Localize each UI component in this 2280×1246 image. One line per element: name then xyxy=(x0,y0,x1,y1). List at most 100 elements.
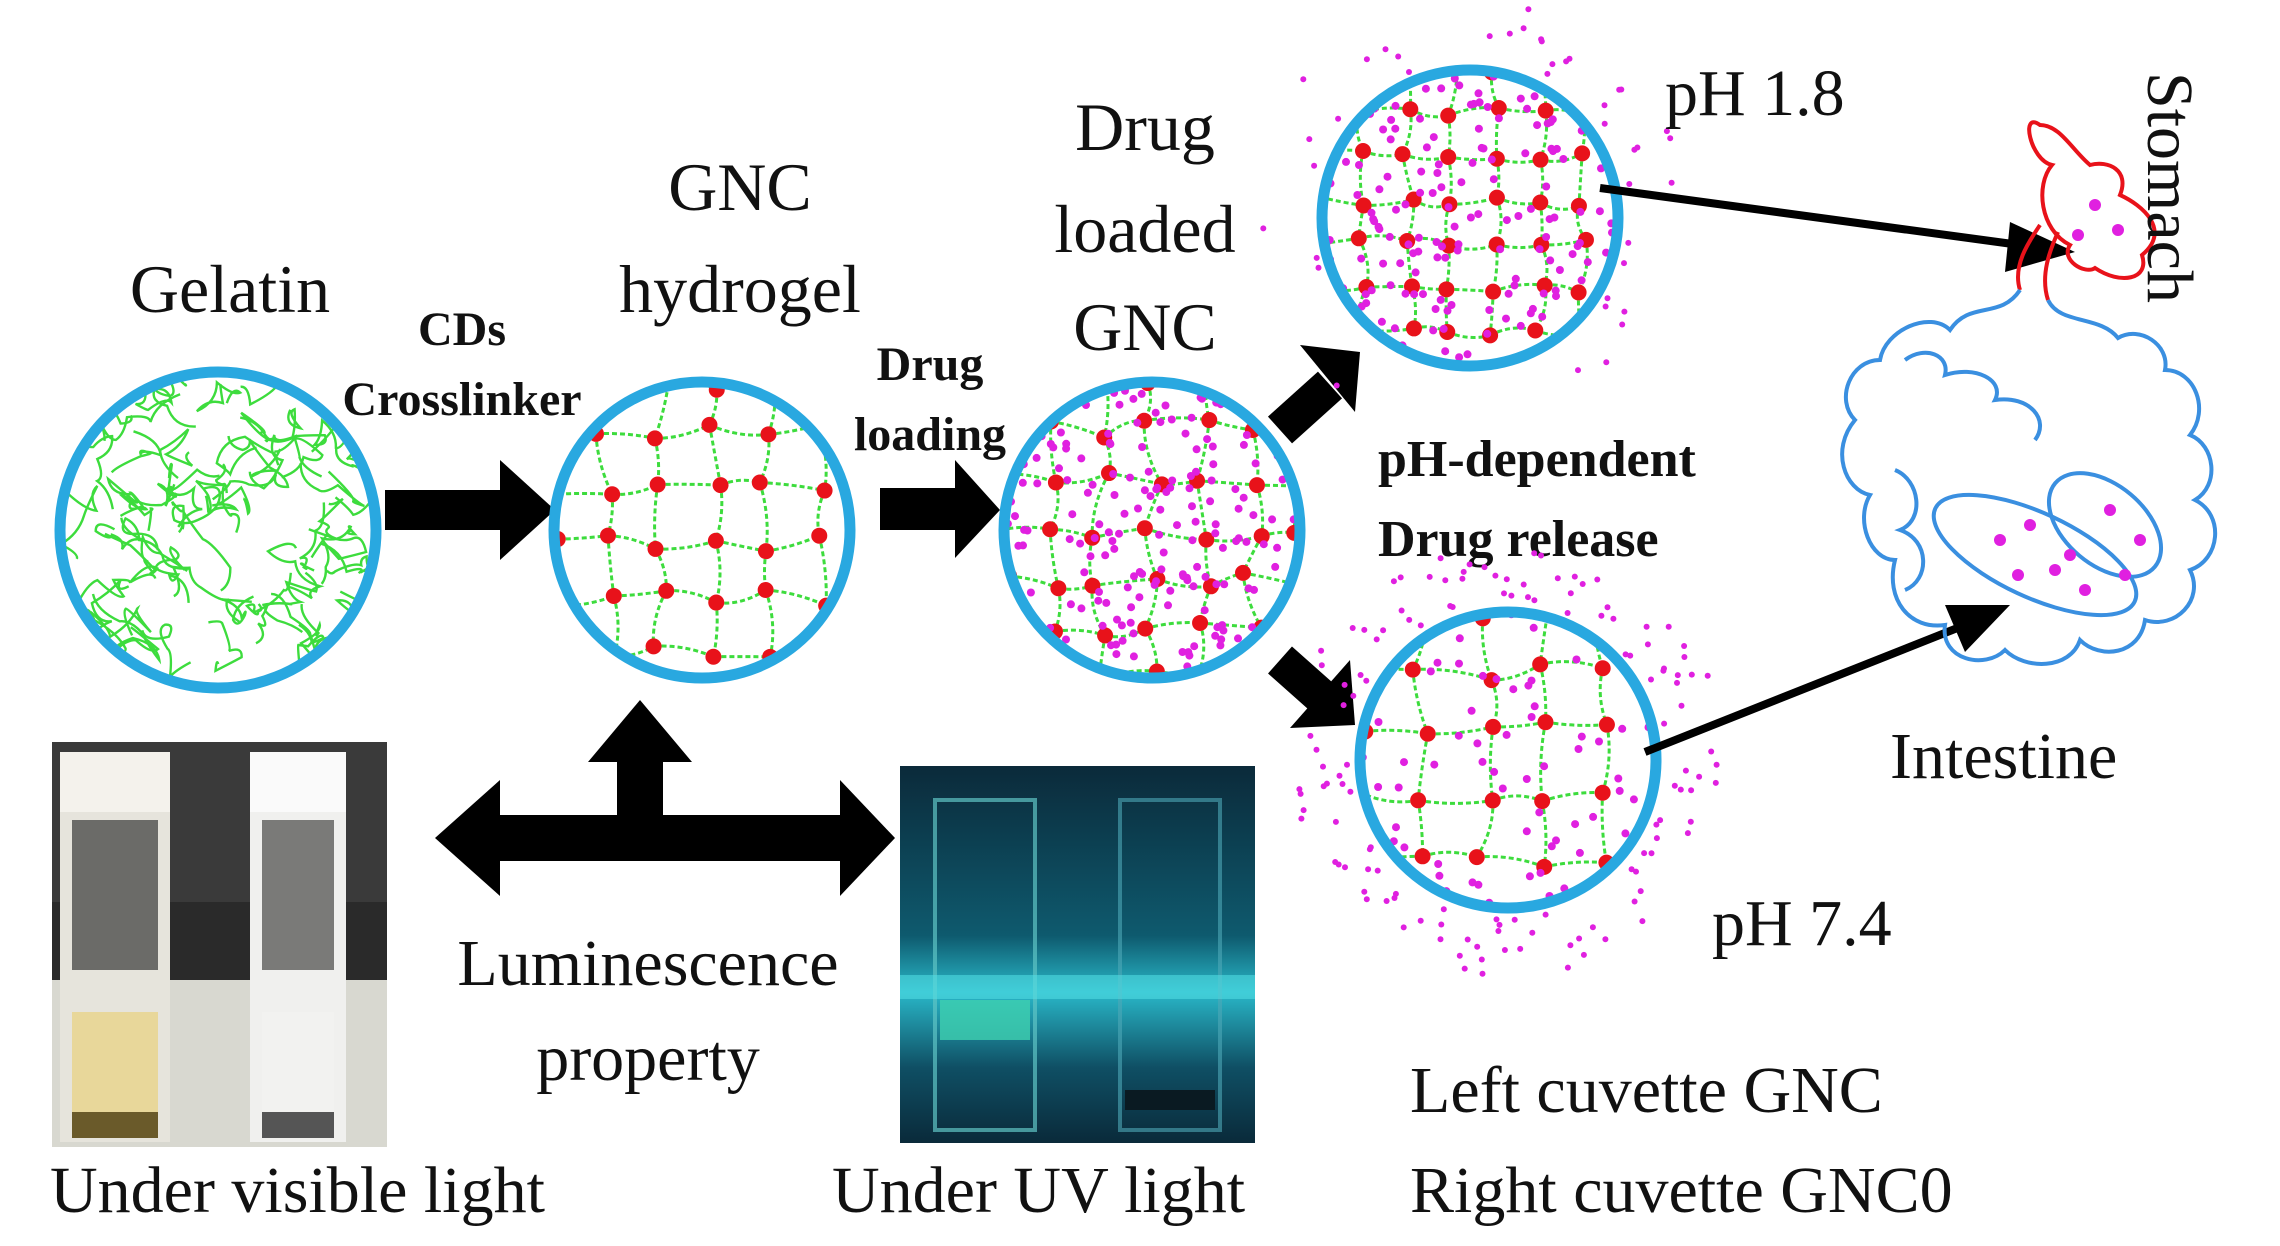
crosslink-node xyxy=(1532,656,1549,673)
crosslink-node xyxy=(1576,70,1593,77)
drug-dot xyxy=(1166,483,1175,492)
crosslink-node xyxy=(1036,676,1053,678)
drug-dot xyxy=(1367,208,1376,217)
organ-drug-dot xyxy=(2049,564,2061,576)
drug-dot xyxy=(1127,603,1136,612)
drug-dot xyxy=(1033,479,1042,488)
drug-dot xyxy=(1501,947,1508,953)
drug-dot xyxy=(1438,921,1445,928)
drug-dot xyxy=(1234,504,1243,513)
crosslink-node xyxy=(816,645,833,662)
drug-dot xyxy=(1526,309,1535,318)
visible-light-photo xyxy=(52,742,387,1147)
drug-dot xyxy=(1531,550,1538,557)
polymer-strand xyxy=(171,501,232,592)
polymer-strand xyxy=(211,448,282,501)
drug-dot xyxy=(1529,929,1536,936)
drug-dot xyxy=(1341,681,1348,688)
drug-dot xyxy=(1433,253,1442,262)
drug-dot xyxy=(1483,103,1492,111)
drug-dot xyxy=(1621,260,1627,267)
release-label-line1: pH-dependent xyxy=(1378,431,1697,488)
drug-dot xyxy=(1400,758,1408,767)
drug-dot xyxy=(1365,866,1372,873)
drug-dot xyxy=(1104,429,1113,438)
drug-dot xyxy=(1674,679,1680,686)
drug-dot xyxy=(1394,783,1403,792)
drug-dot xyxy=(1138,443,1147,451)
drug-dot xyxy=(1456,952,1463,959)
drug-dot xyxy=(1098,621,1107,630)
gnc-label-line1: GNC xyxy=(668,149,812,225)
drug-dot xyxy=(1580,951,1587,958)
drug-dot xyxy=(1487,155,1496,164)
drug-dot xyxy=(1112,650,1121,659)
drug-dot xyxy=(1123,583,1132,592)
drug-dot xyxy=(1502,314,1510,323)
drug-dot xyxy=(1571,573,1578,580)
crosslink-node xyxy=(1594,660,1611,677)
gelatin-label: Gelatin xyxy=(130,251,330,327)
network-strand xyxy=(554,646,615,659)
crosslink-node xyxy=(1137,620,1154,637)
drug-dot xyxy=(1542,233,1551,241)
crosslink-node xyxy=(647,540,664,557)
polymer-strand xyxy=(299,463,365,508)
crosslink-node xyxy=(701,416,718,433)
drug-dot xyxy=(1466,561,1473,568)
drug-dot xyxy=(1526,204,1535,213)
drug-dot xyxy=(1333,382,1340,389)
drug-dot xyxy=(1383,898,1390,904)
drug-dot xyxy=(1135,593,1144,602)
drug-dot xyxy=(1633,868,1639,875)
network-strand xyxy=(1242,571,1300,590)
crosslink-node xyxy=(1252,382,1269,389)
drug-dot xyxy=(1273,543,1282,552)
drug-dot xyxy=(1450,222,1459,231)
polymer-strand xyxy=(334,453,376,517)
crosslink-node xyxy=(986,619,1002,635)
drug-dot xyxy=(1663,128,1670,135)
network-strand xyxy=(1322,70,1368,72)
drug-dot xyxy=(1627,652,1634,659)
drug-dot xyxy=(1506,30,1513,37)
visible-light-caption: Under visible light xyxy=(50,1154,545,1227)
network-strand xyxy=(1059,382,1107,386)
crosslink-node xyxy=(1404,661,1421,678)
crosslink-node xyxy=(705,648,722,665)
uv-light-photo xyxy=(900,766,1255,1143)
network-strand xyxy=(1322,70,1323,113)
drug-dot xyxy=(1681,643,1688,649)
drug-dot xyxy=(1572,655,1581,664)
drug-dot xyxy=(1379,259,1388,268)
crosslink-node xyxy=(1052,382,1069,389)
drug-dot xyxy=(1296,786,1303,793)
digestive-tract-illustration xyxy=(1840,120,2218,666)
drug-dot xyxy=(1576,935,1583,942)
drug-dot xyxy=(1510,281,1519,290)
drug-dot xyxy=(1185,651,1194,660)
drug-dot xyxy=(1433,169,1442,177)
drug-dot xyxy=(1201,572,1210,581)
drug-dot xyxy=(1494,114,1503,123)
crosslink-node xyxy=(1490,100,1507,117)
drug-dot xyxy=(1342,864,1348,871)
drug-dot xyxy=(1696,773,1703,780)
drug-dot xyxy=(1579,581,1586,587)
crosslink-node xyxy=(1235,564,1252,581)
drug-dot xyxy=(1298,815,1305,822)
drug-dot xyxy=(1434,160,1443,169)
drug-dot xyxy=(1459,575,1466,582)
drug-dot xyxy=(1242,537,1251,546)
acidic-release-circle xyxy=(1260,6,1675,389)
drug-dot xyxy=(1306,136,1313,143)
crosslink-node xyxy=(1542,592,1558,608)
network-strand xyxy=(1090,472,1111,538)
crosslink-node xyxy=(1532,151,1549,168)
arrow-to-stomach xyxy=(1599,184,2075,272)
drug-loaded-label-line1: Drug xyxy=(1075,89,1215,165)
drug-dot xyxy=(1503,576,1510,583)
drug-dot xyxy=(1217,635,1226,644)
drug-dot xyxy=(1300,807,1307,814)
crosslink-label-line2: Crosslinker xyxy=(342,373,581,426)
